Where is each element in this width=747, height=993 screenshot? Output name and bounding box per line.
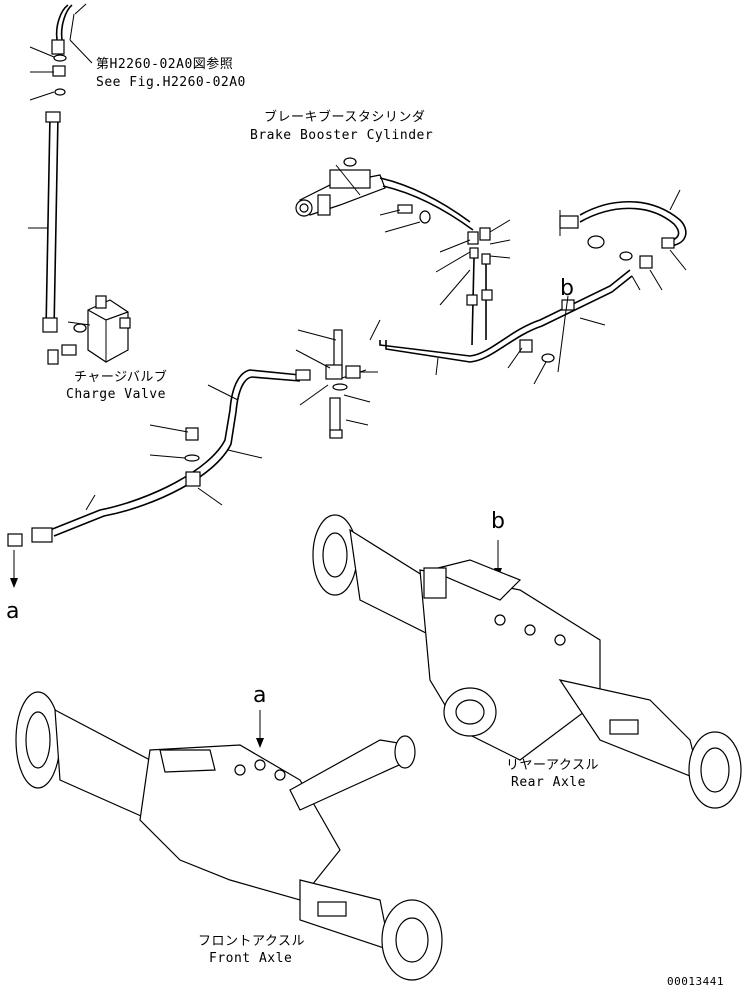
booster-pipes [435,219,511,346]
front-axle-label-jp: フロントアクスル [198,934,305,949]
marker-a-left: a [6,599,20,624]
reference-label-jp: 第H2260-02A0図参照 [96,57,234,72]
front-axle-label-en: Front Axle [209,951,293,966]
charge-valve [47,295,131,365]
rear-hose [559,189,687,291]
rear-axle [312,514,742,809]
marker-a-front-axle: a [253,683,267,708]
brake-booster-cylinder [295,157,474,233]
upper-hose-assembly [28,3,93,333]
front-axle [15,691,443,981]
marker-b-top: b [560,276,574,301]
booster-label-jp: ブレーキブースタシリンダ [264,110,426,125]
charge-valve-label-jp: チャージバルブ [74,370,168,385]
rear-axle-label-en: Rear Axle [511,775,586,790]
drawing-number: 00013441 [667,975,724,988]
booster-label-en: Brake Booster Cylinder [250,128,434,143]
reference-label-en: See Fig.H2260-02A0 [96,75,246,90]
middle-fittings [7,319,381,588]
main-brake-pipe [379,269,633,385]
charge-valve-label-en: Charge Valve [66,387,166,402]
rear-axle-label-jp: リヤーアクスル [506,758,599,773]
marker-b-rear-axle: b [491,509,505,534]
